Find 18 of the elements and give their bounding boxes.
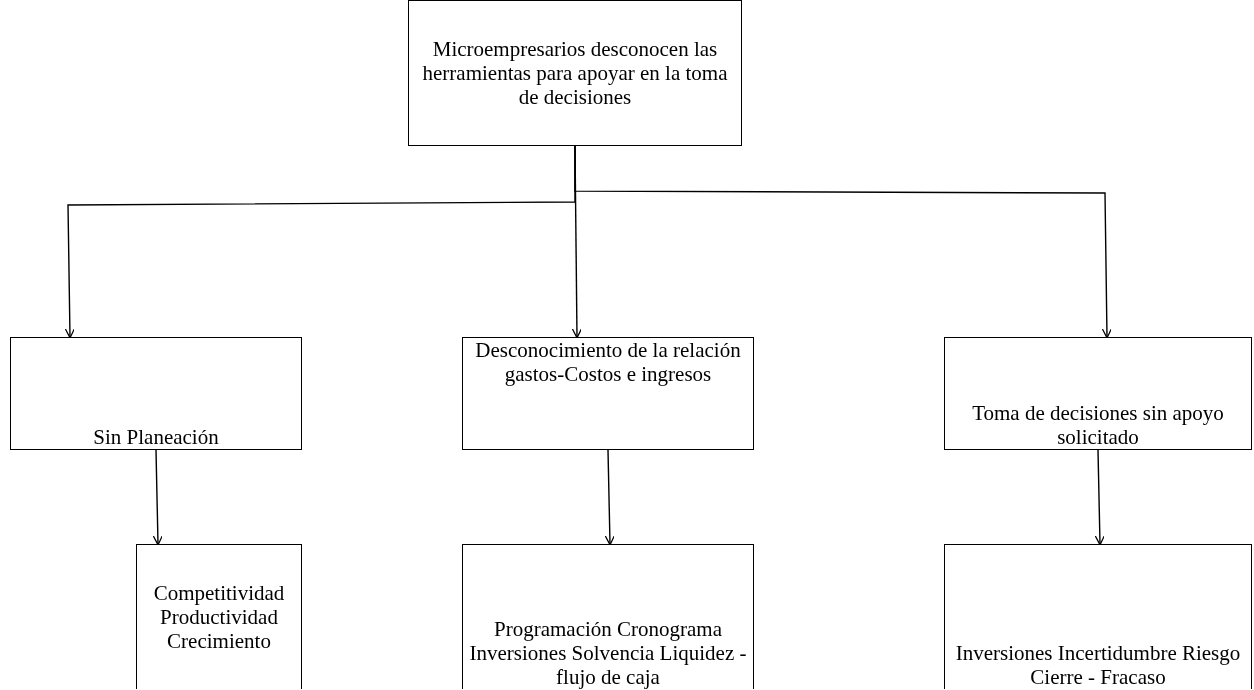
process-box bbox=[944, 337, 1252, 450]
box-text: Microempresarios desconocen las herramientas para apoyar en la toma de decisiones bbox=[421, 37, 729, 109]
process-box bbox=[944, 544, 1252, 689]
box-text: Inversiones Incertidumbre Riesgo Cierre - Fracaso bbox=[954, 641, 1242, 689]
process-box bbox=[408, 0, 742, 146]
arrow bbox=[604, 449, 615, 546]
box-text: Competitividad Productividad Crecimiento bbox=[152, 581, 286, 653]
arrow bbox=[574, 145, 1112, 339]
process-box bbox=[462, 337, 754, 450]
arrow bbox=[152, 449, 163, 546]
process-box bbox=[136, 544, 302, 689]
box-text: Desconocimiento de la relación gastos-Costos e ingresos bbox=[474, 338, 742, 386]
process-box bbox=[462, 544, 754, 689]
box-text: Toma de decisiones sin apoyo solicitado bbox=[971, 401, 1225, 449]
arrow bbox=[1094, 449, 1105, 546]
box-text: Sin Planeación bbox=[92, 425, 220, 449]
process-box bbox=[10, 337, 302, 450]
box-text: Programación Cronograma Inversiones Solvencia Liquidez - flujo de caja bbox=[468, 617, 748, 689]
